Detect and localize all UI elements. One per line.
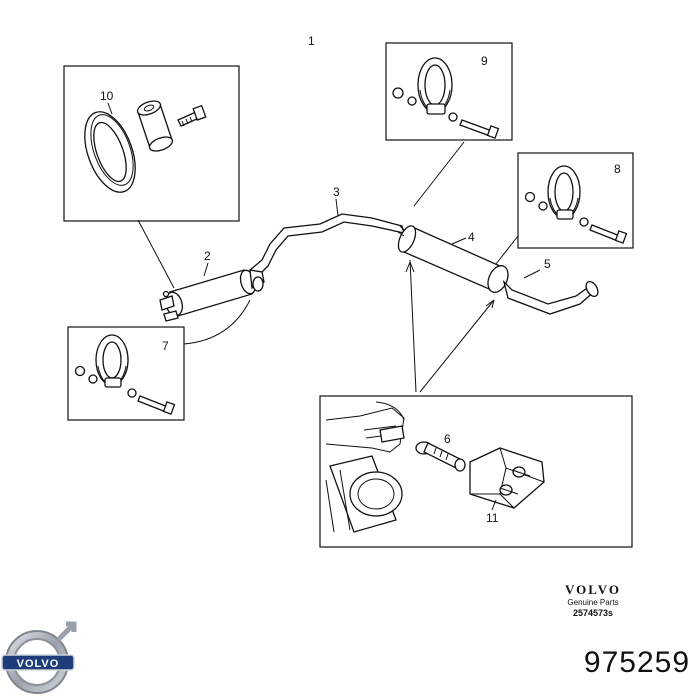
inset-clamp-8: 8: [517, 152, 634, 249]
callout-6: 6: [444, 432, 451, 446]
drawing-reference: 2574573s: [572, 608, 614, 618]
body-bracket: [325, 401, 405, 453]
callout-3: 3: [333, 185, 340, 199]
intermediate-pipe-part: [249, 213, 405, 292]
inset-clamp-7: 7: [67, 326, 185, 421]
clamp-9-part: [417, 57, 453, 115]
hanger-bolt-part: [415, 441, 466, 472]
callout-1: 1: [308, 34, 315, 48]
clamp-8-part: [547, 165, 581, 220]
callout-2: 2: [204, 249, 211, 263]
callout-10: 10: [100, 89, 114, 103]
rear-muffler-part: [397, 225, 509, 293]
logo-text: VOLVO: [17, 658, 60, 670]
inset-hanger: 6 11: [319, 395, 633, 548]
inset-leader-lines: [137, 141, 519, 393]
clamp-9-hardware: [392, 87, 500, 139]
clamp-7-part: [95, 334, 129, 388]
part-number: 975259: [583, 646, 690, 679]
callout-11: 11: [486, 511, 499, 525]
volvo-logo-icon: VOLVO: [1, 621, 77, 694]
rubber-ring-part: [84, 111, 136, 193]
bushing-part: [136, 100, 174, 152]
brand-block: VOLVO Genuine Parts 2574573s: [548, 582, 638, 619]
inset-rubber-mount: 10: [63, 65, 240, 222]
inset-clamp-9: 9: [385, 42, 513, 141]
tail-pipe-end: [325, 455, 403, 533]
tail-pipe-part: [502, 279, 599, 315]
front-muffler-part: [159, 269, 257, 322]
rubber-block-part: [469, 447, 545, 509]
clamp-7-hardware: [74, 365, 176, 415]
callout-7: 7: [162, 339, 169, 353]
callout-5: 5: [544, 257, 551, 271]
callout-4: 4: [468, 230, 475, 244]
genuine-parts-label: Genuine Parts: [567, 598, 619, 607]
callout-8: 8: [614, 162, 621, 176]
callout-9: 9: [481, 54, 488, 68]
mount-bolt-part: [177, 104, 207, 127]
clamp-8-hardware: [524, 191, 628, 244]
volvo-wordmark: VOLVO: [565, 582, 621, 597]
